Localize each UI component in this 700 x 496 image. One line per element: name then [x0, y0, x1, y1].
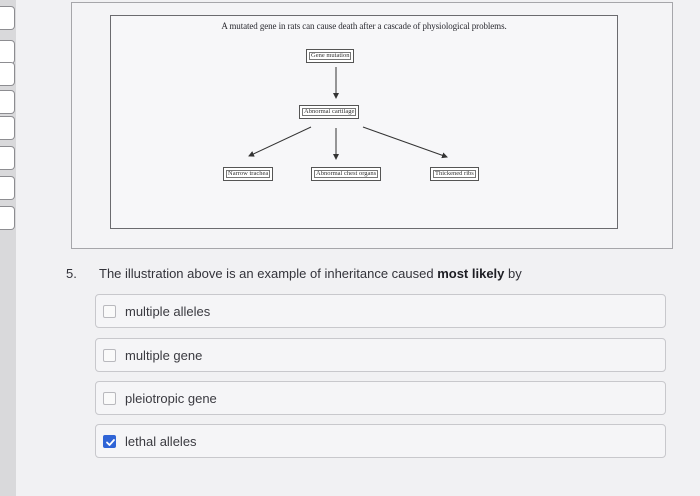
option-multiple-alleles[interactable]: multiple alleles	[95, 294, 666, 328]
left-rail	[0, 0, 16, 496]
rail-tab[interactable]	[0, 116, 15, 140]
option-multiple-gene[interactable]: multiple gene	[95, 338, 666, 372]
question-page: A mutated gene in rats can cause death a…	[16, 0, 700, 496]
question-number: 5.	[66, 266, 77, 281]
box-abnormal-cartilage: Abnormal cartilage	[299, 105, 360, 119]
checkbox-multiple-alleles[interactable]	[103, 305, 116, 318]
option-lethal-alleles[interactable]: lethal alleles	[95, 424, 666, 458]
flowchart-diagram: A mutated gene in rats can cause death a…	[110, 15, 618, 229]
rail-tab[interactable]	[0, 40, 15, 64]
option-label: multiple gene	[125, 348, 203, 363]
rail-tab[interactable]	[0, 206, 15, 230]
checkbox-multiple-gene[interactable]	[103, 349, 116, 362]
checkbox-lethal-alleles[interactable]	[103, 435, 116, 448]
box-abnormal-chest-organs: Abnormal chest organs	[311, 167, 382, 181]
question-text-suffix: by	[504, 266, 522, 281]
arrow-left	[248, 126, 312, 157]
rail-tab[interactable]	[0, 176, 15, 200]
checkbox-pleiotropic-gene[interactable]	[103, 392, 116, 405]
checkmark-icon	[106, 439, 115, 446]
figure-frame: A mutated gene in rats can cause death a…	[71, 2, 673, 249]
question-text-bold: most likely	[437, 266, 505, 281]
option-label: lethal alleles	[125, 434, 197, 449]
rail-tab[interactable]	[0, 146, 15, 170]
question-text-prefix: The illustration above is an example of …	[99, 266, 438, 281]
figure-caption: A mutated gene in rats can cause death a…	[221, 21, 507, 31]
rail-tab[interactable]	[0, 62, 15, 86]
question-text: The illustration above is an example of …	[99, 266, 522, 281]
rail-tab[interactable]	[0, 90, 15, 114]
option-pleiotropic-gene[interactable]: pleiotropic gene	[95, 381, 666, 415]
box-gene-mutation: Gene mutation	[306, 49, 355, 63]
rail-tab[interactable]	[0, 6, 15, 30]
flowchart-arrows	[248, 67, 448, 160]
box-thickened-ribs: Thickened ribs	[430, 167, 479, 181]
option-label: multiple alleles	[125, 304, 211, 319]
box-narrow-trachea: Narrow trachea	[223, 167, 274, 181]
option-label: pleiotropic gene	[125, 391, 217, 406]
arrow-right	[362, 126, 448, 159]
